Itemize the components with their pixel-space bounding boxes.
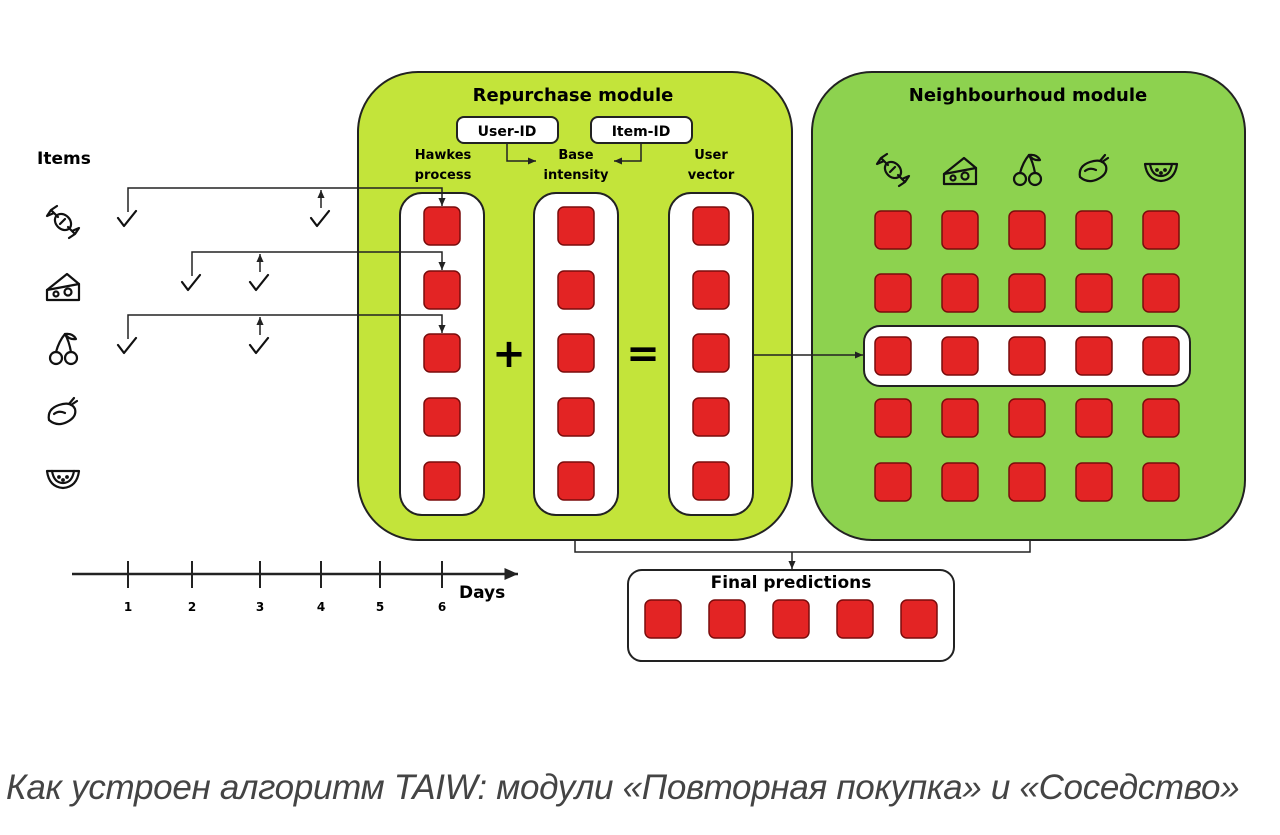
purchase-check — [248, 336, 270, 355]
user-vector-cell — [692, 206, 730, 246]
base-intensity-cell — [557, 397, 595, 437]
hawkes-cell — [423, 270, 461, 310]
neighbourhood-cell — [1008, 210, 1046, 250]
user-vector-cell — [692, 270, 730, 310]
items-label: Items — [37, 149, 91, 169]
chicken-icon — [1078, 153, 1110, 183]
watermelon-icon — [45, 469, 81, 490]
equals-sign: = — [626, 331, 660, 377]
purchase-check — [116, 209, 138, 228]
purchase-check — [309, 209, 331, 228]
hawkes-cell — [423, 333, 461, 373]
final-prediction-cell — [836, 599, 874, 639]
final-predictions-title: Final predictions — [711, 573, 872, 593]
purchase-check — [180, 273, 202, 292]
neighbourhood-cell — [1008, 273, 1046, 313]
neighbourhood-cell — [941, 210, 979, 250]
base-intensity-cell — [557, 270, 595, 310]
base-intensity-cell — [557, 333, 595, 373]
cherry-icon — [48, 332, 79, 366]
final-prediction-cell — [772, 599, 810, 639]
cheese-icon — [942, 156, 978, 186]
item-id-label: Item-ID — [612, 124, 671, 140]
candy-icon — [875, 152, 911, 188]
final-prediction-cell — [708, 599, 746, 639]
neighbourhood-cell — [941, 273, 979, 313]
final-prediction-cell — [644, 599, 682, 639]
neighbourhood-cell — [1075, 398, 1113, 438]
watermelon-icon — [1143, 162, 1179, 183]
neighbourhood-cell — [1142, 462, 1180, 502]
neighbourhood-cell — [1075, 462, 1113, 502]
base-intensity-cell — [557, 206, 595, 246]
caption: Как устроен алгоритм TAIW: модули «Повто… — [6, 768, 1240, 807]
tick-label: 2 — [188, 600, 196, 614]
user-id-arrow — [506, 143, 536, 165]
cheese-icon — [45, 272, 81, 302]
repurchase-module-title: Repurchase module — [473, 85, 674, 106]
tick-label: 1 — [124, 600, 132, 614]
purchase-connector — [127, 314, 446, 339]
base-intensity-cell — [557, 461, 595, 501]
tick-label: 6 — [438, 600, 446, 614]
item-id-arrow — [614, 143, 642, 165]
neighbourhood-cell — [1142, 273, 1180, 313]
plus-sign: + — [492, 331, 526, 377]
neighbourhood-cell — [1075, 210, 1113, 250]
neighbourhood-cell — [1142, 210, 1180, 250]
neighbourhood-cell — [874, 273, 912, 313]
neighbourhood-cell — [1008, 336, 1046, 376]
neighbourhood-cell — [874, 210, 912, 250]
purchase-connector — [191, 251, 446, 276]
neighbourhood-cell — [1075, 273, 1113, 313]
hawkes-cell — [423, 206, 461, 246]
user-id-label: User-ID — [478, 124, 537, 140]
user-vector-cell — [692, 397, 730, 437]
neighbourhood-cell — [941, 336, 979, 376]
merge-connector — [574, 540, 1031, 553]
neighbourhood-cell — [941, 398, 979, 438]
neighbourhood-cell — [1075, 336, 1113, 376]
neighbourhood-cell — [941, 462, 979, 502]
tick-label: 3 — [256, 600, 264, 614]
candy-icon — [45, 204, 81, 240]
purchase-check — [248, 273, 270, 292]
neighbourhood-cell — [1008, 462, 1046, 502]
user-vector-cell — [692, 461, 730, 501]
user-vector-cell — [692, 333, 730, 373]
neighbourhood-cell — [1008, 398, 1046, 438]
neighbourhood-cell — [1142, 398, 1180, 438]
neighbourhood-cell — [874, 336, 912, 376]
hawkes-cell — [423, 397, 461, 437]
neighbourhood-cell — [874, 462, 912, 502]
neighbourhood-cell — [874, 398, 912, 438]
days-label: Days — [459, 583, 505, 603]
chicken-icon — [47, 396, 79, 426]
purchase-connector — [127, 187, 446, 212]
tick-label: 5 — [376, 600, 384, 614]
cherry-icon — [1012, 153, 1043, 187]
final-prediction-cell — [900, 599, 938, 639]
neighbourhood-cell — [1142, 336, 1180, 376]
neighbourhood-module-title: Neighbourhoud module — [909, 85, 1147, 106]
hawkes-cell — [423, 461, 461, 501]
tick-label: 4 — [317, 600, 325, 614]
purchase-check — [116, 336, 138, 355]
